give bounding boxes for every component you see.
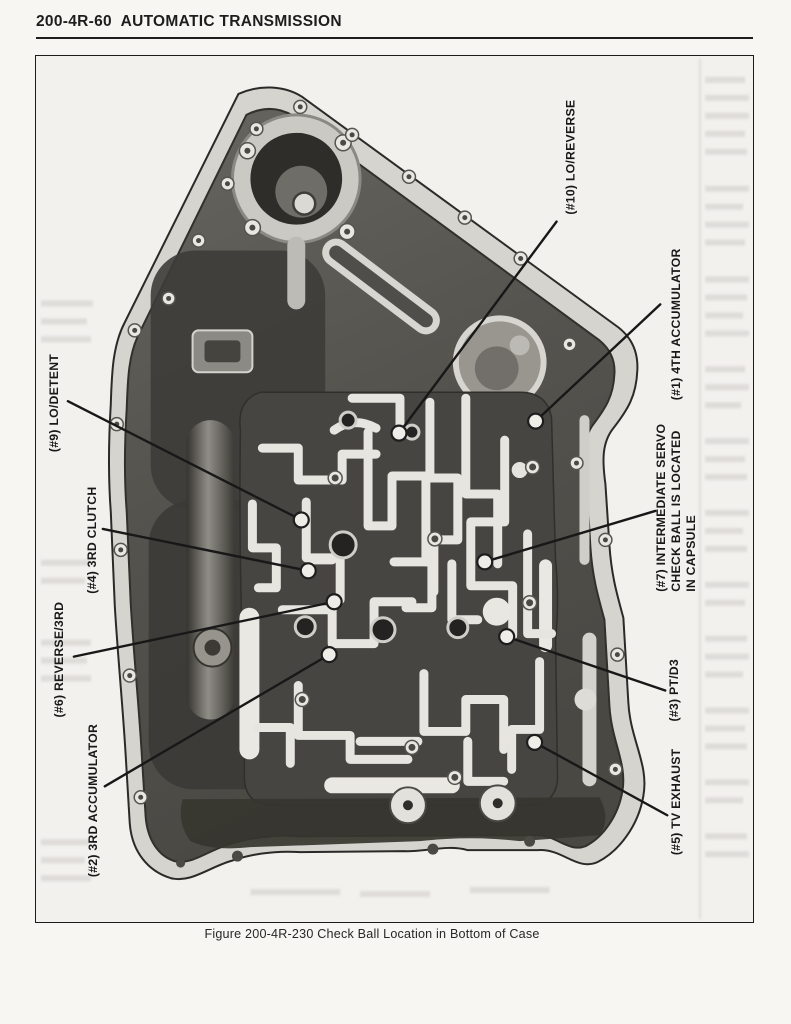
callout-labels: (#10) LO/REVERSE (#1) 4TH ACCUMULATOR (#… bbox=[47, 100, 698, 877]
label-pt-d3: (#3) PT/D3 bbox=[667, 659, 681, 721]
leader-line-7 bbox=[483, 509, 657, 564]
page-header: 200-4R-60 AUTOMATIC TRANSMISSION bbox=[36, 13, 342, 30]
header-rule bbox=[36, 37, 753, 40]
screw-bosses bbox=[294, 459, 541, 786]
leader-line-2 bbox=[103, 653, 331, 788]
check-ball-10 bbox=[390, 424, 408, 442]
callout-leader-lines bbox=[66, 220, 669, 817]
check-ball-5 bbox=[526, 733, 544, 751]
check-ball-4 bbox=[299, 562, 317, 580]
page-bleed-through bbox=[40, 58, 750, 920]
label-lo-detent: (#9) LO/DETENT bbox=[47, 354, 61, 452]
label-tv-exhaust: (#5) TV EXHAUST bbox=[669, 748, 683, 855]
leader-line-6 bbox=[72, 600, 336, 658]
check-ball-3 bbox=[498, 628, 516, 646]
check-ball-7 bbox=[476, 553, 494, 571]
label-lo-reverse: (#10) LO/REVERSE bbox=[564, 100, 578, 215]
check-ball-6 bbox=[325, 593, 343, 611]
check-ball-9 bbox=[292, 511, 310, 529]
figure-caption: Figure 200-4R-230 Check Ball Location in… bbox=[204, 927, 540, 941]
leader-line-9 bbox=[66, 400, 303, 522]
label-intermediate-servo-line3: IN CAPSULE bbox=[684, 515, 698, 592]
figure-box: (#10) LO/REVERSE (#1) 4TH ACCUMULATOR (#… bbox=[35, 55, 754, 923]
leader-line-10 bbox=[397, 220, 558, 435]
check-ball-markers bbox=[292, 412, 545, 751]
bottom-pan-rail bbox=[176, 784, 606, 868]
label-intermediate-servo-line2: CHECK BALL IS LOCATED bbox=[669, 430, 683, 591]
leader-line-3 bbox=[505, 635, 667, 692]
label-reverse-3rd: (#6) REVERSE/3RD bbox=[52, 602, 66, 718]
leader-line-4 bbox=[101, 527, 310, 573]
leader-line-5 bbox=[533, 741, 669, 817]
valve-body-channels bbox=[239, 391, 559, 807]
leader-line-1 bbox=[534, 303, 662, 423]
label-3rd-accumulator: (#2) 3RD ACCUMULATOR bbox=[86, 724, 100, 877]
case-ribs bbox=[287, 236, 597, 787]
figure-illustration: (#10) LO/REVERSE (#1) 4TH ACCUMULATOR (#… bbox=[36, 56, 753, 922]
label-4th-accumulator: (#1) 4TH ACCUMULATOR bbox=[669, 248, 683, 400]
label-intermediate-servo-line1: (#7) INTERMEDIATE SERVO bbox=[654, 424, 668, 592]
check-ball-1 bbox=[527, 412, 545, 430]
label-3rd-clutch: (#4) 3RD CLUTCH bbox=[85, 487, 99, 594]
flange-bolt-holes bbox=[109, 99, 625, 805]
check-ball-2 bbox=[320, 646, 338, 664]
